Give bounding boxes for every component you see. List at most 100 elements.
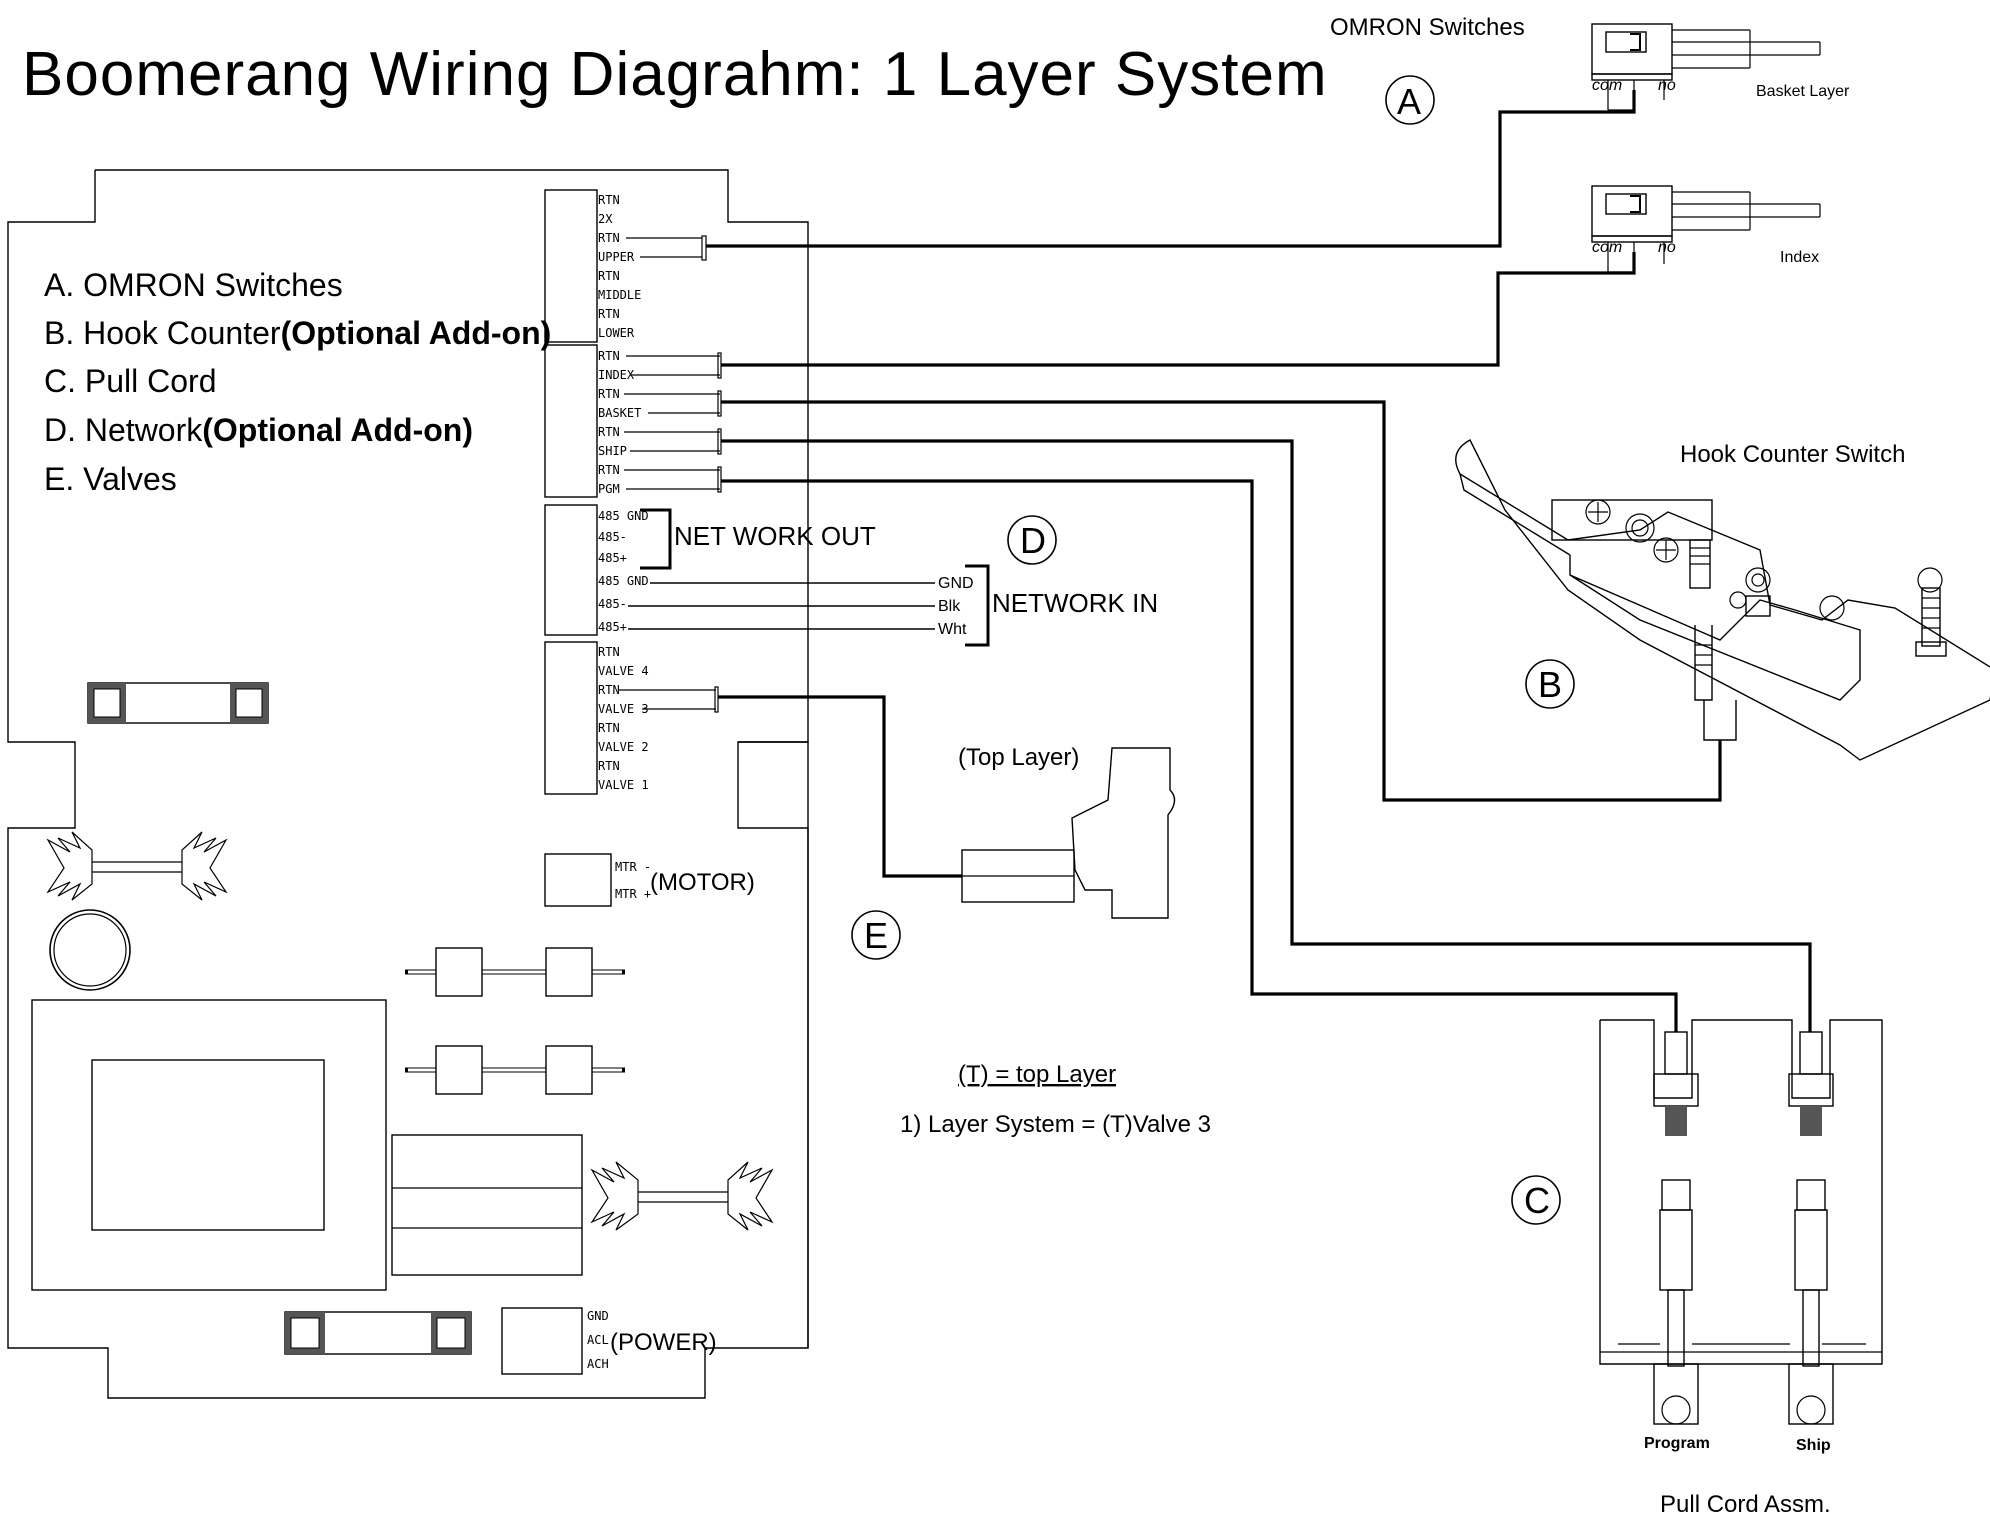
pin-label: VALVE 1 — [598, 778, 649, 792]
hook-counter-marker-b: B — [1538, 664, 1562, 705]
wire-index-to-index-switch — [721, 252, 1636, 367]
pin-label: RTN — [598, 759, 620, 773]
pin-label: MIDDLE — [598, 288, 641, 302]
pin-label: RTN — [598, 721, 620, 735]
legend: A. OMRON Switches B. Hook Counter(Option… — [44, 267, 551, 497]
legend-item-c: C. Pull Cord — [44, 363, 217, 399]
pin-label: VALVE 4 — [598, 664, 649, 678]
pin-label: 485 GND — [598, 574, 649, 588]
pull-cord-marker-c: C — [1524, 1180, 1550, 1221]
omron-no-label: no — [1658, 239, 1676, 256]
network-marker-d: D — [1020, 520, 1046, 561]
omron-com-label: com — [1592, 239, 1622, 256]
notes: (T) = top Layer 1) Layer System = (T)Val… — [900, 1061, 1211, 1138]
buzzer — [49, 909, 131, 991]
network-out-label: NET WORK OUT — [674, 521, 876, 551]
omron-switch-name: Index — [1780, 249, 1819, 266]
omron-marker-a: A — [1397, 81, 1421, 122]
power-pin-acl: ACL — [587, 1333, 609, 1347]
omron-switch-basket: com no Basket Layer — [1591, 23, 1850, 111]
omron-switch-name: Basket Layer — [1756, 83, 1850, 100]
power-label: (POWER) — [610, 1329, 717, 1356]
omron-no-label: no — [1658, 77, 1676, 94]
terminal-block-4 — [544, 641, 598, 795]
omron-heading: OMRON Switches — [1330, 14, 1525, 41]
pin-label: 485- — [598, 597, 627, 611]
note-top-layer: (T) = top Layer — [958, 1061, 1116, 1088]
pin-label: RTN — [598, 645, 620, 659]
valve-marker-e: E — [864, 915, 888, 956]
pin-label: INDEX — [598, 368, 635, 382]
network-in-wire-wht: Wht — [938, 621, 967, 638]
motor-label: (MOTOR) — [650, 869, 755, 896]
wire-upper-to-basket-switch — [706, 90, 1636, 248]
block1-pin-labels: RTN 2X RTN UPPER RTN MIDDLE RTN LOWER — [598, 193, 641, 340]
transformer — [31, 999, 387, 1291]
pin-label: RTN — [598, 307, 620, 321]
legend-item-a: A. OMRON Switches — [44, 267, 343, 303]
network-out-bracket: NET WORK OUT — [640, 508, 876, 570]
relay-block — [391, 1134, 583, 1276]
legend-item-b: B. Hook Counter(Optional Add-on) — [44, 315, 551, 351]
network-in-wire-gnd: GND — [938, 575, 974, 592]
pin-label: RTN — [598, 425, 620, 439]
power-connector: GND ACL ACH (POWER) — [501, 1307, 717, 1375]
control-board — [7, 169, 809, 1399]
power-pin-gnd: GND — [587, 1309, 609, 1323]
pin-label: BASKET — [598, 406, 641, 420]
fuse-upper — [87, 682, 269, 724]
pin-label: 2X — [598, 212, 613, 226]
valve-top-layer: (Top Layer) E — [851, 744, 1176, 960]
network-in-wires: GND Blk Wht NETWORK IN D — [628, 515, 1158, 647]
pin-label: RTN — [598, 193, 620, 207]
legend-item-d: D. Network(Optional Add-on) — [44, 412, 473, 448]
motor-connector: MTR - MTR + (MOTOR) — [544, 853, 755, 907]
heatsink-upper — [46, 831, 228, 901]
block3-pin-labels: 485 GND 485- 485+ 485 GND 485- 485+ — [598, 509, 649, 634]
motor-pin-plus: MTR + — [615, 887, 651, 901]
diagram-title: Boomerang Wiring Diagrahm: 1 Layer Syste… — [22, 40, 1328, 109]
pin-label: 485- — [598, 530, 627, 544]
power-pin-ach: ACH — [587, 1357, 609, 1371]
heatsink-lower — [590, 1161, 774, 1231]
terminal-block-2 — [544, 344, 598, 498]
motor-pin-minus: MTR - — [615, 860, 651, 874]
pin-label: LOWER — [598, 326, 635, 340]
pin-leads — [618, 235, 722, 713]
pin-label: 485+ — [598, 620, 627, 634]
pin-label: UPPER — [598, 250, 635, 264]
pin-label: VALVE 2 — [598, 740, 649, 754]
pull-cord-label: Pull Cord Assm. — [1660, 1491, 1831, 1518]
pin-label: SHIP — [598, 444, 627, 458]
network-in-wire-blk: Blk — [938, 598, 961, 615]
block4-pin-labels: RTN VALVE 4 RTN VALVE 3 RTN VALVE 2 RTN … — [598, 645, 649, 792]
pin-label: VALVE 3 — [598, 702, 649, 716]
resistor-row-1 — [405, 947, 625, 997]
wire-basket-to-hook-counter — [721, 400, 1722, 802]
legend-item-e: E. Valves — [44, 461, 177, 497]
pull-cord-assembly: Program Ship Pull Cord Assm. C — [1511, 1019, 1883, 1518]
pin-label: 485+ — [598, 551, 627, 565]
pin-label: RTN — [598, 463, 620, 477]
pin-label: RTN — [598, 387, 620, 401]
wires — [706, 90, 1812, 1032]
pin-label: RTN — [598, 231, 620, 245]
pull-cord-button-program: Program — [1644, 1435, 1710, 1452]
pull-cord-button-ship: Ship — [1796, 1437, 1831, 1454]
network-in-label: NETWORK IN — [992, 588, 1158, 618]
hook-counter-label: Hook Counter Switch — [1680, 441, 1905, 468]
omron-switch-index: com no Index — [1591, 185, 1821, 273]
note-layer-system: 1) Layer System = (T)Valve 3 — [900, 1111, 1211, 1138]
terminal-block-1 — [544, 189, 598, 343]
pin-label: RTN — [598, 349, 620, 363]
pin-label: RTN — [598, 683, 620, 697]
wire-pgm-to-pullcord — [721, 479, 1678, 1032]
pin-label: PGM — [598, 482, 620, 496]
pin-label: RTN — [598, 269, 620, 283]
hook-counter-switch: Hook Counter Switch B — [1455, 439, 1990, 761]
wire-valve3-to-valve — [718, 695, 962, 878]
omron-com-label: com — [1592, 77, 1622, 94]
block2-pin-labels: RTN INDEX RTN BASKET RTN SHIP RTN PGM — [598, 349, 641, 496]
terminal-block-3 — [544, 504, 598, 636]
